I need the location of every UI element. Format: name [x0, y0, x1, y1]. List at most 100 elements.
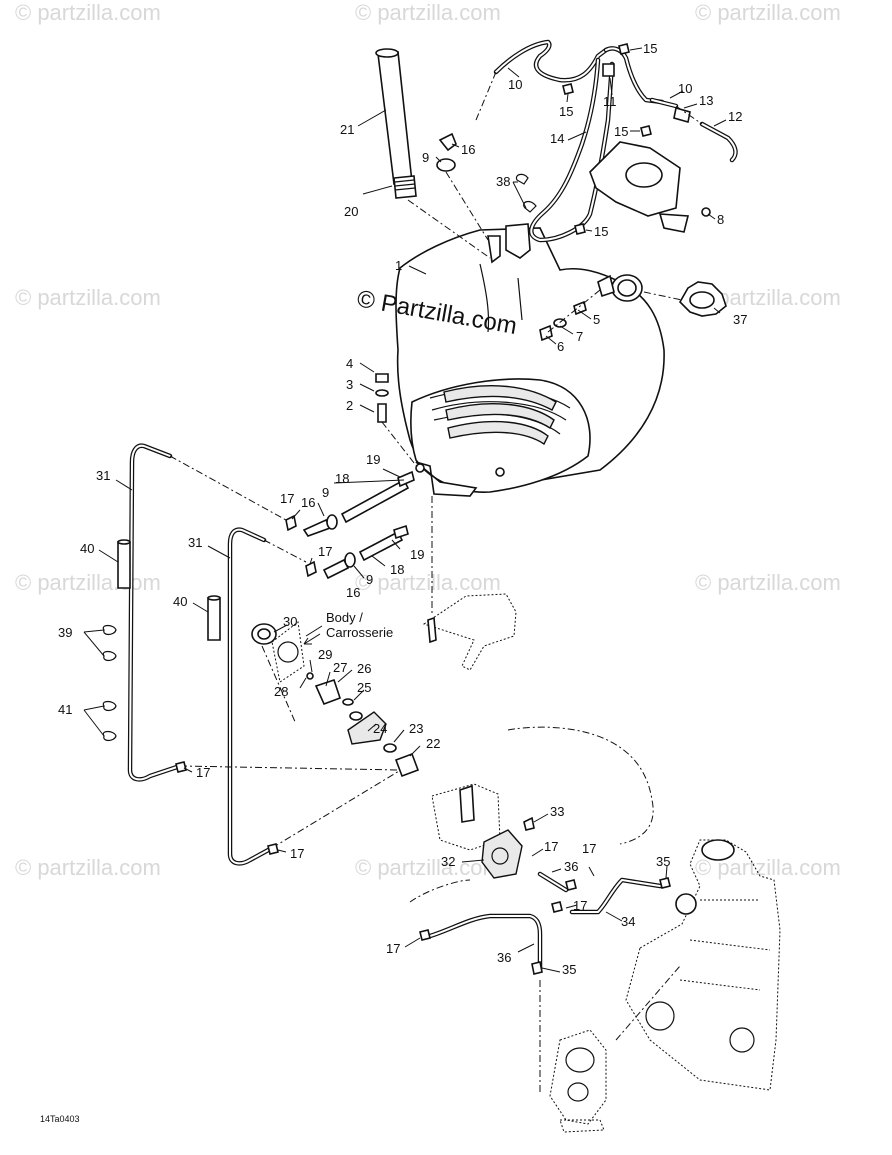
callout-label: 32 [441, 854, 455, 869]
callout-label: 17 [582, 841, 596, 856]
callout-label: 3 [346, 377, 353, 392]
leader-lines [83, 47, 727, 973]
body-note-line: Body / [326, 610, 363, 625]
filler-tube [375, 48, 413, 185]
filler-ring [393, 175, 491, 259]
callout-label: 10 [678, 81, 692, 96]
callout-label: 15 [594, 224, 608, 239]
body-note-line: Carrosserie [326, 625, 393, 640]
callout-label: 35 [656, 854, 670, 869]
vent-hoses [475, 39, 738, 243]
callout-label: 8 [717, 212, 724, 227]
tank-mounting-bolts [539, 289, 601, 342]
watermark-text: © partzilla.com [355, 855, 501, 880]
fuel-valve-assembly [251, 621, 420, 778]
callout-label: 20 [344, 204, 358, 219]
callout-label: 16 [346, 585, 360, 600]
callout-label: 27 [333, 660, 347, 675]
callout-label: 7 [576, 329, 583, 344]
callout-label: 29 [318, 647, 332, 662]
callout-label: 41 [58, 702, 72, 717]
callout-label: 6 [557, 339, 564, 354]
watermark-text: © partzilla.com [355, 0, 501, 25]
guard-bracket [422, 496, 517, 671]
callout-label: 40 [173, 594, 187, 609]
watermark-text: © partzilla.com [355, 570, 501, 595]
fuel-cap [643, 281, 727, 317]
watermark-text: © partzilla.com [695, 0, 841, 25]
callout-label: 4 [346, 356, 353, 371]
protective-sleeves [117, 539, 221, 641]
callout-label: 17 [573, 898, 587, 913]
callout-label: 14 [550, 131, 564, 146]
callout-label: 15 [559, 104, 573, 119]
vent-grommet [436, 132, 489, 241]
callout-label: 23 [409, 721, 423, 736]
watermark-text: © partzilla.com [15, 285, 161, 310]
callout-label: 19 [366, 452, 380, 467]
spring-clamps [102, 624, 117, 742]
callout-label: 18 [390, 562, 404, 577]
callout-label: 1 [395, 258, 402, 273]
callout-label: 17 [318, 544, 332, 559]
callout-label: 17 [544, 839, 558, 854]
watermark-text: © partzilla.com [15, 570, 161, 595]
callout-label: 39 [58, 625, 72, 640]
spacer-stack [375, 373, 419, 469]
callout-label: 17 [386, 941, 400, 956]
callout-labels: 1 2 3 4 5 6 7 8 9 9 9 10 10 11 12 13 14 … [58, 41, 747, 977]
callout-label: 36 [497, 950, 511, 965]
callout-label: 18 [335, 471, 349, 486]
callout-label: 34 [621, 914, 635, 929]
callout-label: 17 [196, 765, 210, 780]
watermark-text: © partzilla.com [15, 855, 161, 880]
retaining-nuts [562, 43, 652, 235]
callout-label: 37 [733, 312, 747, 327]
engine-outline [625, 839, 781, 1091]
callout-label: 31 [188, 535, 202, 550]
watermark-text: © partzilla.com [695, 570, 841, 595]
callout-label: 9 [422, 150, 429, 165]
lower-fittings [175, 761, 671, 975]
callout-label: 24 [373, 721, 387, 736]
tank-outlet-fittings [285, 470, 415, 580]
callout-label: 36 [564, 859, 578, 874]
callout-label: 31 [96, 468, 110, 483]
callout-label: 33 [550, 804, 564, 819]
callout-label: 19 [410, 547, 424, 562]
callout-label: 16 [461, 142, 475, 157]
callout-label: 15 [614, 124, 628, 139]
callout-label: 38 [496, 174, 510, 189]
fuel-filler-neck [597, 274, 643, 302]
fuel-tank [395, 223, 665, 497]
callout-label: 5 [593, 312, 600, 327]
callout-label: 17 [290, 846, 304, 861]
fuel-lines-lower [409, 726, 681, 1094]
callout-label: 35 [562, 962, 576, 977]
callout-label: 13 [699, 93, 713, 108]
callout-label: 40 [80, 541, 94, 556]
carburetor [549, 1029, 607, 1133]
fuel-lines-left [127, 443, 405, 866]
callout-label: 28 [274, 684, 288, 699]
fuel-pump [431, 783, 535, 879]
callout-label: 21 [340, 122, 354, 137]
body-note: Body / Carrosserie [326, 610, 393, 640]
callout-label: 10 [508, 77, 522, 92]
callout-label: 9 [366, 572, 373, 587]
callout-label: 12 [728, 109, 742, 124]
callout-label: 11 [603, 94, 617, 109]
callout-label: 17 [280, 491, 294, 506]
watermark-text: © partzilla.com [15, 0, 161, 25]
drawing-code: 14Ta0403 [40, 1114, 80, 1124]
callout-label: 9 [322, 485, 329, 500]
callout-label: 16 [301, 495, 315, 510]
tank-bracket [589, 141, 711, 233]
callout-label: 22 [426, 736, 440, 751]
callout-label: 30 [283, 614, 297, 629]
callout-label: 25 [357, 680, 371, 695]
callout-label: 26 [357, 661, 371, 676]
hose-clamps [515, 173, 537, 213]
